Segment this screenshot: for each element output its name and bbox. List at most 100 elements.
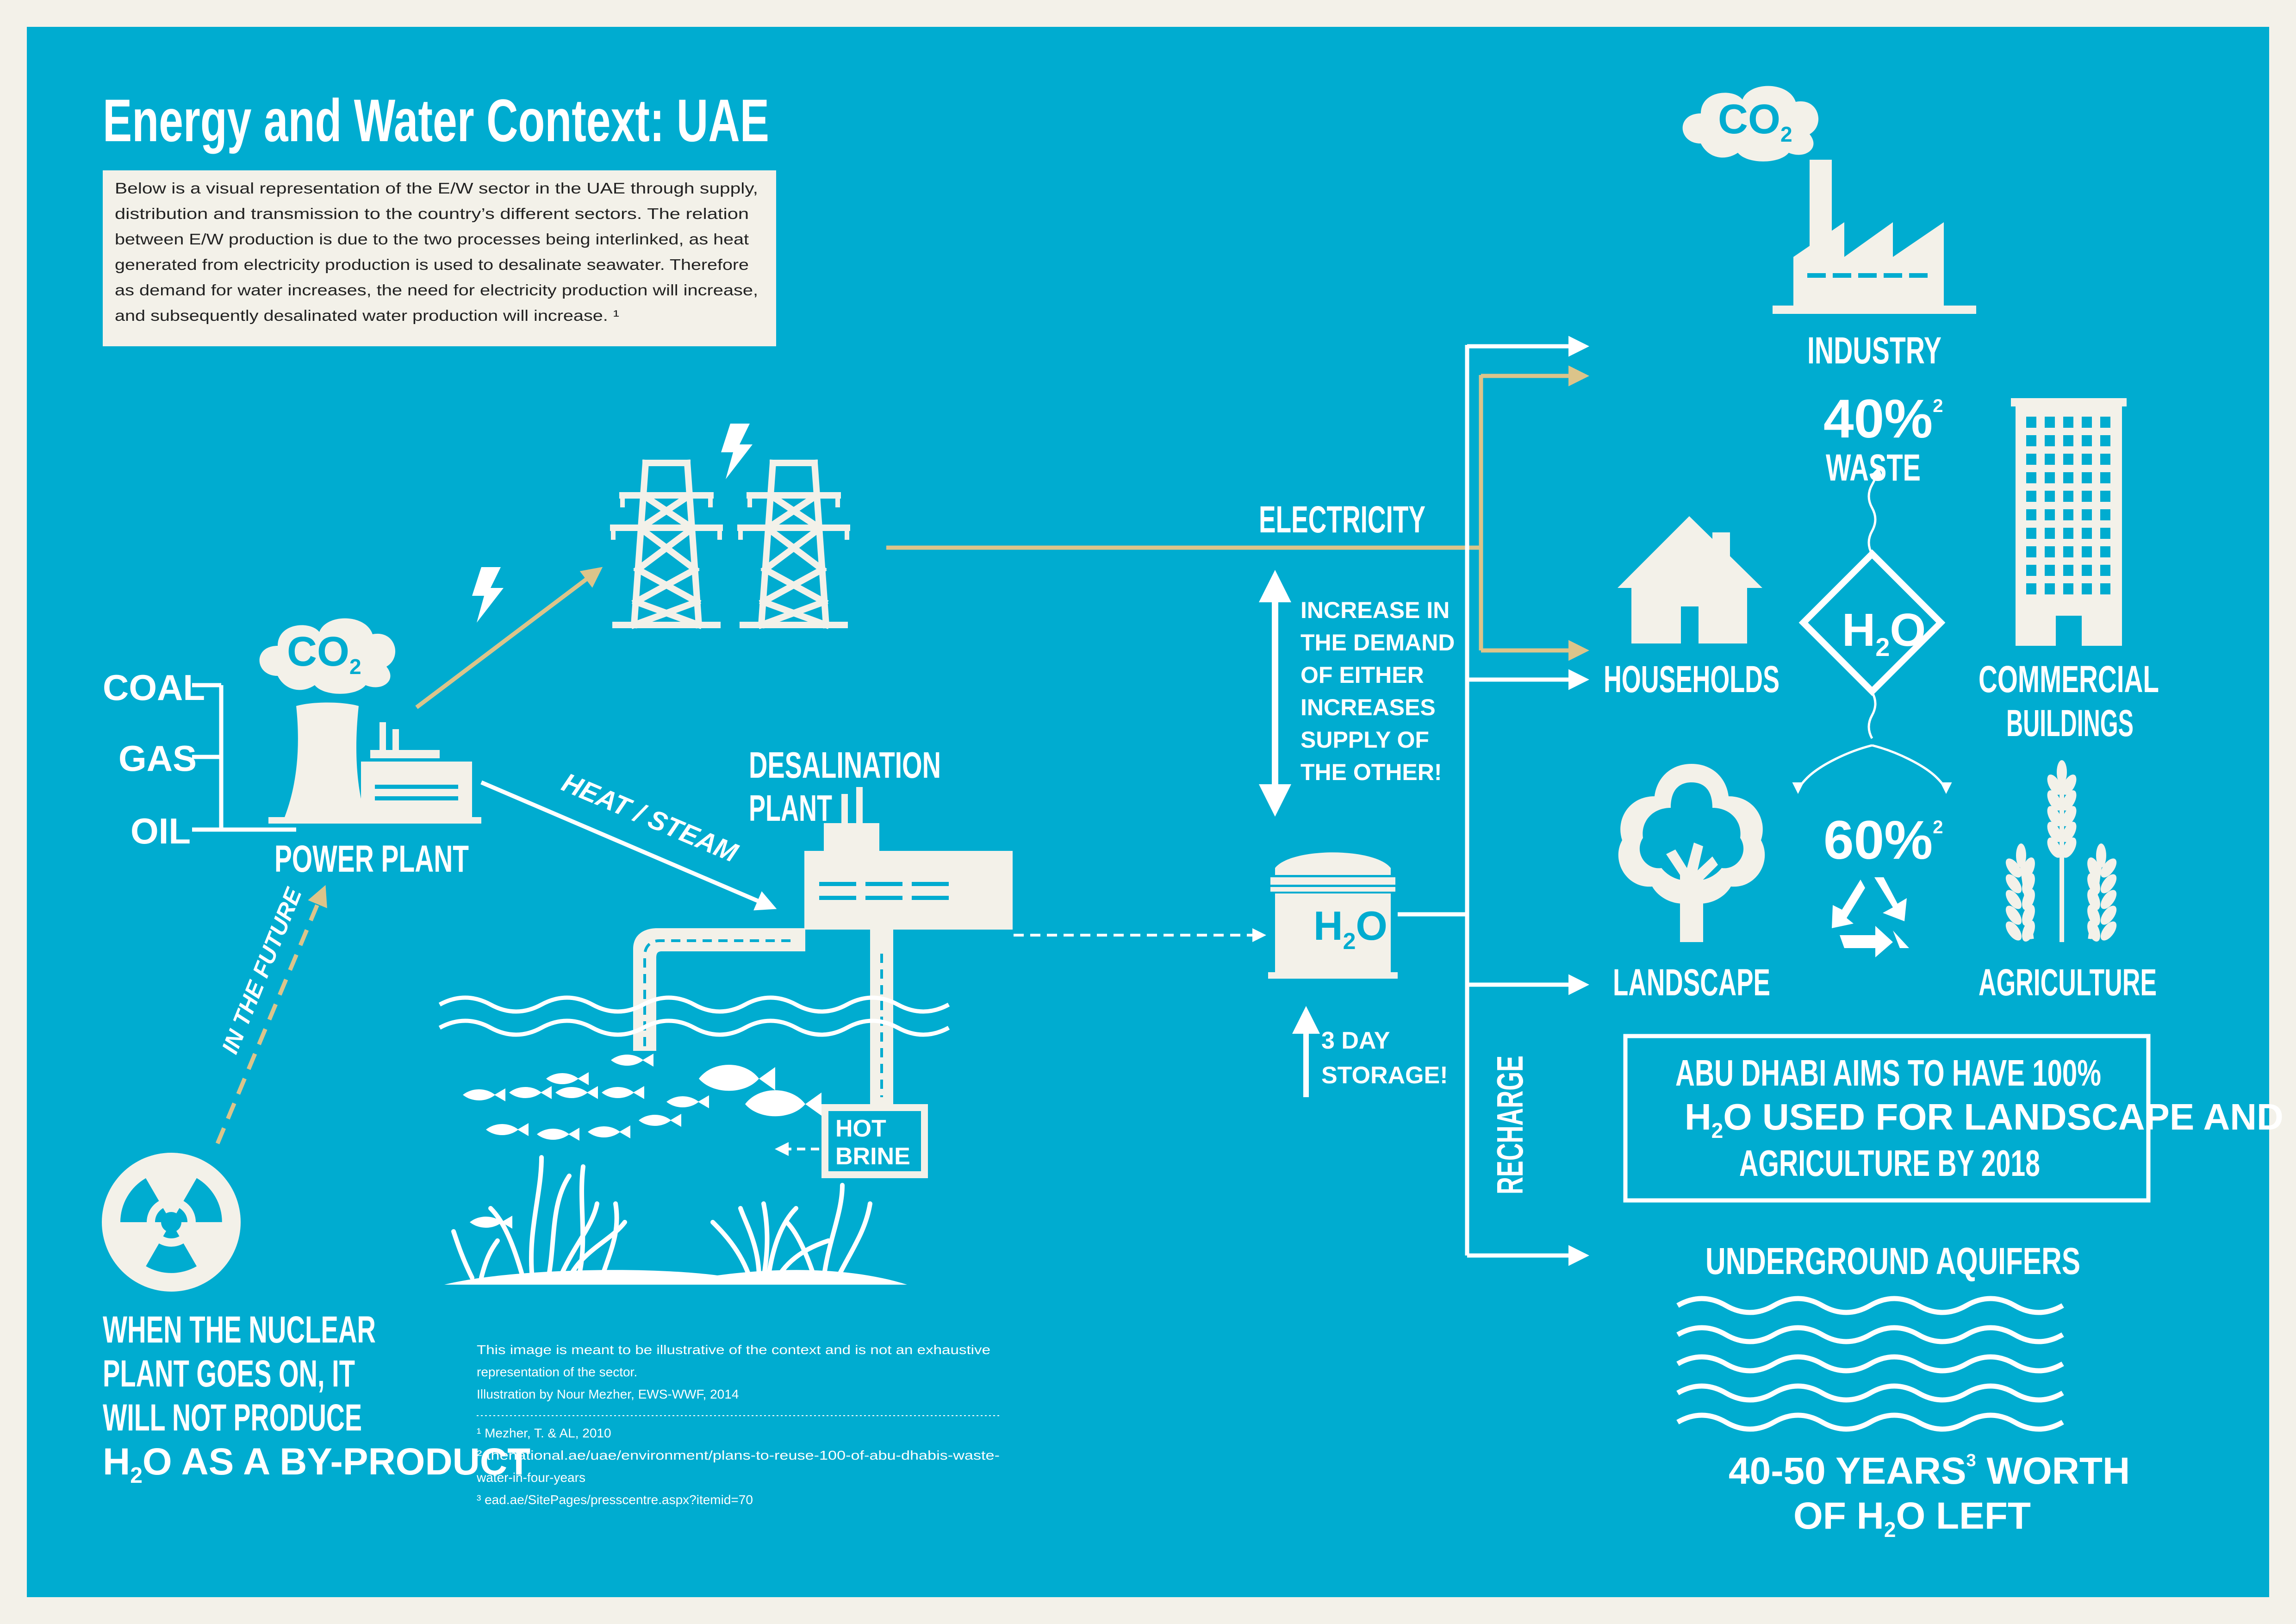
footnote-line: ¹ Mezher, T. & AL, 2010 [477,1426,611,1440]
storage-note: STORAGE! [1321,1062,1448,1089]
nuclear-note: WHEN THE NUCLEAR PLANT GOES ON, IT WILL … [103,1309,530,1488]
building-window [2026,435,2036,446]
intro-box [103,170,776,346]
abu-dhabi-text: ABU DHABI AIMS TO HAVE 100% [1675,1052,2101,1093]
building-window [2082,417,2092,428]
wheat-grain [2022,920,2035,942]
building-window [2082,472,2092,483]
building-window [2026,417,2036,428]
recycle-percent: 60%2 [1823,810,1943,871]
abu-dhabi-box [1623,1034,2151,1203]
wheat-grain [2005,906,2022,925]
seabed-plants-icon [444,1155,907,1285]
building-window [2063,565,2073,576]
wheat-grain [2096,843,2106,868]
h2o-flow-squiggles [1792,467,1952,794]
intro-line: distribution and transmission to the cou… [115,205,749,222]
building-window [2100,509,2110,520]
heat-steam-arrow [480,780,777,911]
co2-cloud-icon: CO2 [259,618,396,694]
wheat-grain [2100,858,2117,878]
building-window [2082,583,2092,594]
building-window [2045,472,2055,483]
sea-waves [438,995,950,1037]
building-window [2100,435,2110,446]
footnote-line: representation of the sector. [477,1365,637,1379]
nuclear-note-line: WHEN THE NUCLEAR [103,1309,376,1351]
h2o-diamond-icon [1798,549,1946,696]
building-window [2063,417,2073,428]
intro-line: and subsequently desalinated water produ… [115,307,619,324]
wheat-grain [2047,806,2062,826]
power-to-grid-arrow [415,567,603,709]
building-window [2063,491,2073,502]
wheat-grain [2005,874,2022,893]
footnote-line: ² thenational.ae/uae/environment/plans-t… [477,1448,1000,1462]
intro-line: Below is a visual representation of the … [115,180,758,197]
building-window [2026,565,2036,576]
nuclear-note-line: H2O AS A BY-PRODUCT [103,1441,530,1488]
building-window [2063,546,2073,557]
electricity-label: ELECTRICITY [1259,499,1425,541]
demand-note: INCREASE IN THE DEMAND OF EITHER INCREAS… [1300,597,1455,785]
demand-note-line: THE DEMAND [1300,630,1455,656]
building-window [2063,435,2073,446]
fuel-coal: COAL [103,667,205,708]
wheat-grain [2057,760,2067,784]
building-window [2045,491,2055,502]
commercial-label: BUILDINGS [2006,702,2134,744]
building-window [2082,509,2092,520]
aquifer-waves [1676,1296,2064,1432]
building-window [2082,528,2092,539]
intro-line: between E/W production is due to the two… [115,231,749,248]
page-title: Energy and Water Context: UAE [103,87,769,154]
wheat-grain [2087,920,2100,942]
footnote-line: ³ ead.ae/SitePages/presscentre.aspx?item… [477,1493,753,1507]
landscape-label: LANDSCAPE [1613,962,1770,1004]
building-window [2026,509,2036,520]
building-window [2026,583,2036,594]
footnotes: This image is meant to be illustrative o… [476,1343,1000,1507]
wheat-grain [2005,858,2022,878]
abu-dhabi-text: AGRICULTURE BY 2018 [1739,1143,2040,1184]
building-window [2045,417,2055,428]
building-window [2045,546,2055,557]
fuel-gas: GAS [118,738,197,779]
building-window [2045,509,2055,520]
building-window [2026,528,2036,539]
wheat-grain [2047,775,2062,795]
electricity-distribution-lines [1479,365,1589,661]
wheat-grain [2062,837,2077,858]
wheat-grain [2047,790,2062,811]
households-label: HOUSEHOLDS [1604,658,1780,700]
commercial-label: COMMERCIAL [1979,658,2159,700]
desalination-label: DESALINATION [749,744,941,786]
power-plant-label: POWER PLANT [274,838,469,880]
building-window [2026,454,2036,465]
factory-icon [1773,160,1976,314]
future-nuclear-arrow [215,885,327,1144]
building-window [2045,583,2055,594]
house-icon [1618,516,1762,643]
storage-h2o-label: H2O [1313,903,1388,954]
building-window [2100,583,2110,594]
wheat-grain [2016,843,2026,868]
intro-line: generated from electricity production is… [115,256,749,273]
wheat-grain [2005,921,2022,941]
building-window [2063,583,2073,594]
building-window [2100,417,2110,428]
building-window [2082,435,2092,446]
nuclear-note-line: WILL NOT PRODUCE [103,1397,362,1439]
wheat-grain [2047,837,2062,858]
hot-brine-label: HOT [835,1115,886,1142]
wheat-grain [2100,874,2117,893]
desalination-plant-icon [633,787,1013,1178]
industry-label: INDUSTRY [1807,330,1941,372]
aquifers-label: UNDERGROUND AQUIFERS [1705,1240,2080,1282]
building-window [2045,454,2055,465]
building-window [2100,472,2110,483]
wheat-grain [2100,921,2117,941]
building-window [2100,528,2110,539]
building-window [2082,454,2092,465]
